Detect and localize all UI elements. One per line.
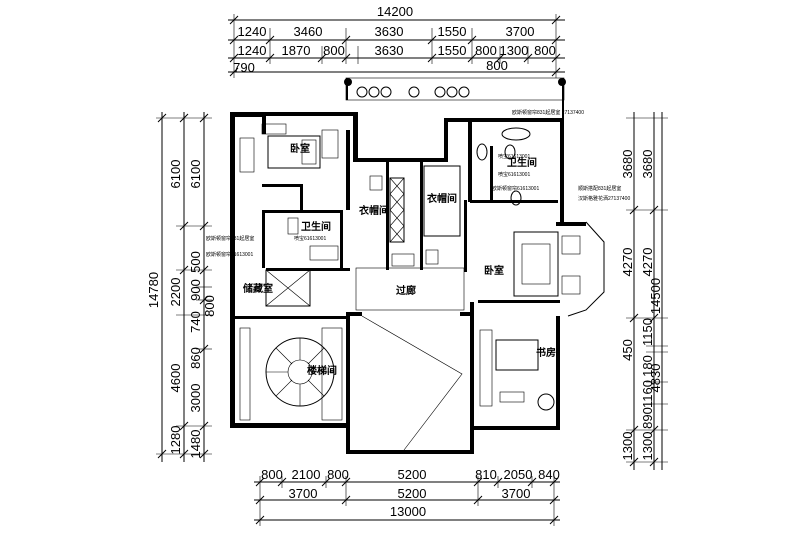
dim-bot-r2-1: 3700 (289, 486, 318, 501)
walls (230, 77, 605, 454)
dim-left-c3-4: 860 (188, 347, 203, 369)
dim-right-c2-1: 3680 (640, 150, 655, 179)
note-left-2: 欧斯顿窗帘61613001 (206, 251, 253, 258)
left-dimensions: 14780 6100 2200 4600 1280 6100 500 900 7… (146, 112, 217, 462)
dim-right-c2-7: 1300 (640, 432, 655, 461)
note-balcony: 欧斯顿窗帘831起居室 27137400 (512, 109, 584, 116)
dim-left-c2-3: 4600 (168, 364, 183, 393)
dim-right-c3-1: 14500 (648, 278, 663, 314)
room-storage: 储藏室 (242, 282, 273, 295)
dim-top-r2-7: 1300 (500, 43, 529, 58)
dim-top-r2-6: 800 (475, 43, 497, 58)
dim-top-r2-3: 800 (323, 43, 345, 58)
dim-bot-r1-3: 800 (327, 467, 349, 482)
dim-top-r1-1: 1240 (238, 24, 267, 39)
room-bath-1: 卫生间 (301, 220, 331, 233)
dim-right-c1-2: 4270 (620, 248, 635, 277)
balcony-planters (344, 78, 566, 98)
dim-top-r2-4: 3630 (375, 43, 404, 58)
room-labels: 卧室 卫生间 衣帽间 衣帽间 卫生间 储藏室 过廊 卧室 书房 楼梯间 (242, 142, 556, 377)
note-bath-2c: 欧斯顿窗帘61613001 (492, 185, 539, 192)
dim-top-r2-2: 1870 (282, 43, 311, 58)
dim-left-c2-4: 1280 (168, 426, 183, 455)
fixture-notes: 喷宝61613001 喷宝61613001 喷宝61613001 欧斯顿窗帘61… (206, 109, 630, 258)
note-bath-2a: 喷宝61613001 (498, 153, 530, 160)
dim-right-c1-3: 450 (620, 339, 635, 361)
dim-left-c3-extra-1: 500 (188, 251, 203, 273)
note-right-1: 顺斯搭配831起居室 (578, 185, 621, 192)
dim-top-r2-5: 1550 (438, 43, 467, 58)
note-left-1: 欧斯顿窗帘831起居室 (206, 235, 254, 242)
dim-top-r3-1: 790 (233, 60, 255, 75)
room-corridor: 过廊 (396, 284, 416, 297)
dim-bot-r2-3: 3700 (502, 486, 531, 501)
dim-right-c2-5: 1160 (640, 380, 655, 408)
dim-left-c3-2: 900 (188, 279, 203, 301)
dim-left-c2-2: 2200 (168, 278, 183, 307)
dim-bot-total: 13000 (390, 504, 426, 519)
dim-right-c2-4: 180 (640, 355, 655, 377)
dim-right-c1-1: 3680 (620, 150, 635, 179)
note-bath-1: 喷宝61613001 (294, 235, 326, 242)
dim-bot-r1-2: 2100 (292, 467, 321, 482)
dim-left-c2-1: 6100 (168, 160, 183, 189)
room-bedroom-2: 卧室 (484, 264, 504, 277)
dim-right-c1-4: 1300 (620, 432, 635, 461)
dim-left-c3-extra-2: 800 (202, 295, 217, 317)
room-stairwell: 楼梯间 (307, 364, 337, 377)
dim-top-r2-8: 800 (534, 43, 556, 58)
bottom-dimensions: 800 2100 800 5200 810 2050 840 3700 5200… (254, 467, 560, 526)
dim-top-r1-5: 3700 (506, 24, 535, 39)
dim-right-c2-6: 890 (640, 407, 655, 429)
dim-bot-r1-6: 2050 (504, 467, 533, 482)
dim-right-c3-2: 4830 (648, 364, 663, 393)
dim-bot-r1-7: 840 (538, 467, 560, 482)
dim-bot-r1-4: 5200 (398, 467, 427, 482)
dim-left-c3-6: 1480 (188, 430, 203, 459)
dim-bot-r1-1: 800 (261, 467, 283, 482)
dim-left-c3-1: 6100 (188, 160, 203, 189)
room-study: 书房 (536, 346, 556, 359)
dim-right-c2-2: 4270 (640, 248, 655, 277)
top-dimensions: 14200 1240 3460 3630 1550 3700 1240 1870… (228, 4, 565, 78)
dim-top-r1-4: 1550 (438, 24, 467, 39)
right-dimensions: 3680 4270 450 1300 3680 4270 1150 180 11… (620, 112, 668, 470)
room-wardrobe-1: 衣帽间 (359, 204, 389, 217)
dim-left-total: 14780 (146, 272, 161, 308)
note-bath-2b: 喷宝61613001 (498, 171, 530, 178)
room-bath-2: 卫生间 (507, 156, 537, 169)
dim-right-c2-3: 1150 (640, 318, 655, 346)
fixtures (239, 123, 581, 451)
room-wardrobe-2: 衣帽间 (427, 192, 457, 205)
dim-top-r3-2: 800 (486, 58, 508, 73)
dim-top-r1-2: 3460 (294, 24, 323, 39)
dim-left-c3-5: 3000 (188, 384, 203, 413)
dim-top-r2-1: 1240 (238, 43, 267, 58)
dim-top-total: 14200 (377, 4, 413, 19)
dim-bot-r2-2: 5200 (398, 486, 427, 501)
dim-bot-r1-5: 810 (475, 467, 497, 482)
dim-top-r1-3: 3630 (375, 24, 404, 39)
room-bedroom-1: 卧室 (290, 142, 310, 155)
note-right-2: 汉斯格雅花洒27137400 (578, 195, 630, 202)
dim-left-c3-3: 740 (188, 311, 203, 333)
